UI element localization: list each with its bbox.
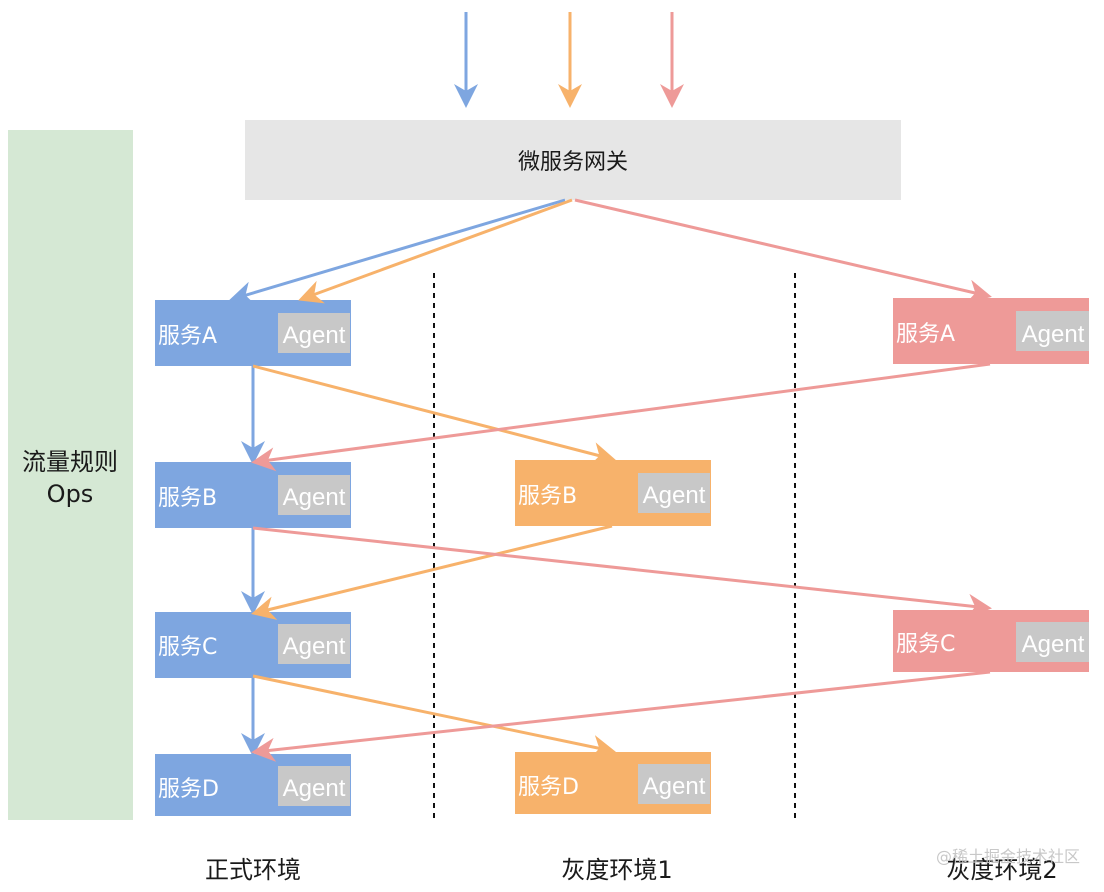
service-gray1-d: 服务D Agent <box>515 752 711 814</box>
gateway-label: 微服务网关 <box>518 150 628 175</box>
ops-panel-title: 流量规则 <box>22 448 118 476</box>
env-label-prod: 正式环境 <box>205 856 301 884</box>
service-label: 服务A <box>158 324 217 349</box>
agent-label: Agent <box>283 633 346 660</box>
route-gray1-b-to-prod-c <box>251 524 613 620</box>
service-prod-c: 服务C Agent <box>155 612 351 678</box>
env-label-gray2: 灰度环境2 <box>946 856 1057 884</box>
service-label: 服务B <box>158 486 217 511</box>
agent-label: Agent <box>283 484 346 511</box>
route-gateway-to-prod-a-orange <box>298 198 573 304</box>
service-prod-a: 服务A Agent <box>155 300 351 366</box>
agent-label: Agent <box>283 322 346 349</box>
watermark: @稀土掘金技术社区 <box>936 847 1080 866</box>
gateway-box: 微服务网关 <box>245 120 901 200</box>
agent-badge <box>638 764 710 804</box>
agent-badge <box>278 313 350 353</box>
route-gray2-c-to-prod-d <box>251 670 991 762</box>
route-gateway-to-prod-a-blue <box>229 198 566 305</box>
env-label-gray1: 灰度环境1 <box>561 856 672 884</box>
ops-panel: 流量规则 Ops <box>8 130 133 820</box>
service-label: 服务C <box>158 635 217 660</box>
route-prod-b-to-gray2-c <box>252 526 992 618</box>
agent-label: Agent <box>1022 321 1085 348</box>
agent-label: Agent <box>1022 631 1085 658</box>
agent-badge <box>278 624 350 664</box>
agent-badge <box>278 766 350 806</box>
service-label: 服务D <box>518 775 579 800</box>
service-gray2-c: 服务C Agent <box>893 610 1089 672</box>
service-gray2-a: 服务A Agent <box>893 298 1089 364</box>
service-prod-d: 服务D Agent <box>155 754 351 816</box>
service-gray1-b: 服务B Agent <box>515 460 711 526</box>
route-gray2-a-to-prod-b <box>251 362 991 472</box>
service-label: 服务D <box>158 777 219 802</box>
agent-badge <box>1016 311 1089 351</box>
service-label: 服务C <box>896 632 955 657</box>
route-gateway-to-gray2-a <box>574 198 992 304</box>
route-prod-a-to-gray1-b <box>252 364 616 466</box>
route-prod-c-to-gray1-d <box>252 674 616 759</box>
service-label: 服务A <box>896 322 955 347</box>
agent-label: Agent <box>643 773 706 800</box>
agent-label: Agent <box>643 482 706 509</box>
agent-label: Agent <box>283 775 346 802</box>
agent-badge <box>278 475 350 515</box>
service-label: 服务B <box>518 484 577 509</box>
service-prod-b: 服务B Agent <box>155 462 351 528</box>
agent-badge <box>638 473 710 513</box>
agent-badge <box>1016 622 1089 662</box>
ops-panel-subtitle: Ops <box>47 480 94 508</box>
